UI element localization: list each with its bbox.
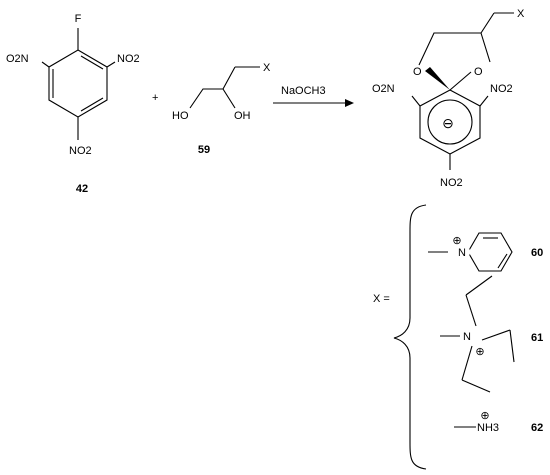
reagent-label: NaOCH3 <box>281 85 326 97</box>
hydroxyl-right: OH <box>234 110 251 122</box>
substituent-61: N ⊕ 61 <box>440 275 543 393</box>
compound-label-61: 61 <box>531 332 543 344</box>
nitro-left-product: O2N <box>372 83 395 95</box>
methylammonium-charge: ⊕ <box>480 410 489 422</box>
oxygen-right: O <box>474 66 483 78</box>
compound-label-59: 59 <box>198 144 210 156</box>
pyridinium-charge: ⊕ <box>452 235 461 247</box>
compound-label-62: 62 <box>531 422 543 434</box>
x-substituent-59: X <box>263 62 271 74</box>
compound-42: F O2N NO2 NO2 42 <box>6 13 140 195</box>
x-substituent-product: X <box>517 8 525 20</box>
plus-sign: + <box>152 92 158 104</box>
curly-brace <box>393 204 427 470</box>
ammonium-charge: ⊕ <box>475 346 484 358</box>
oxygen-left: O <box>413 66 422 78</box>
compound-59: HO OH X 59 <box>172 62 271 156</box>
negative-charge: ⊖ <box>442 115 454 131</box>
hydroxyl-left: HO <box>172 110 189 122</box>
substituent-62: NH3 ⊕ 62 <box>454 410 543 434</box>
pyridinium-nitrogen: N <box>458 247 466 259</box>
x-equals-label: X = <box>373 293 390 305</box>
nitro-right-product: NO2 <box>490 83 513 95</box>
dioxolane-ring <box>418 32 491 66</box>
substituent-60: N ⊕ 60 <box>428 232 543 272</box>
nitro-bottom-42: NO2 <box>69 145 92 157</box>
meisenheimer-product: X O O ⊖ O2N NO2 NO2 <box>372 8 525 189</box>
compound-label-60: 60 <box>531 247 543 259</box>
nitro-right-42: NO2 <box>117 53 140 65</box>
methylammonium-group: NH3 <box>477 422 499 434</box>
nitro-left-42: O2N <box>6 53 29 65</box>
compound-label-42: 42 <box>76 183 88 195</box>
delocalized-charge-circle <box>427 99 473 145</box>
fluorine-label: F <box>75 13 82 25</box>
x-definitions: X = N ⊕ 60 N ⊕ 61 N <box>373 204 543 470</box>
nitro-bottom-product: NO2 <box>440 177 463 189</box>
benzene-ring-42 <box>48 49 108 118</box>
reaction-arrow: NaOCH3 <box>273 85 354 107</box>
ammonium-nitrogen: N <box>463 331 471 343</box>
wedge-bond <box>425 67 450 90</box>
